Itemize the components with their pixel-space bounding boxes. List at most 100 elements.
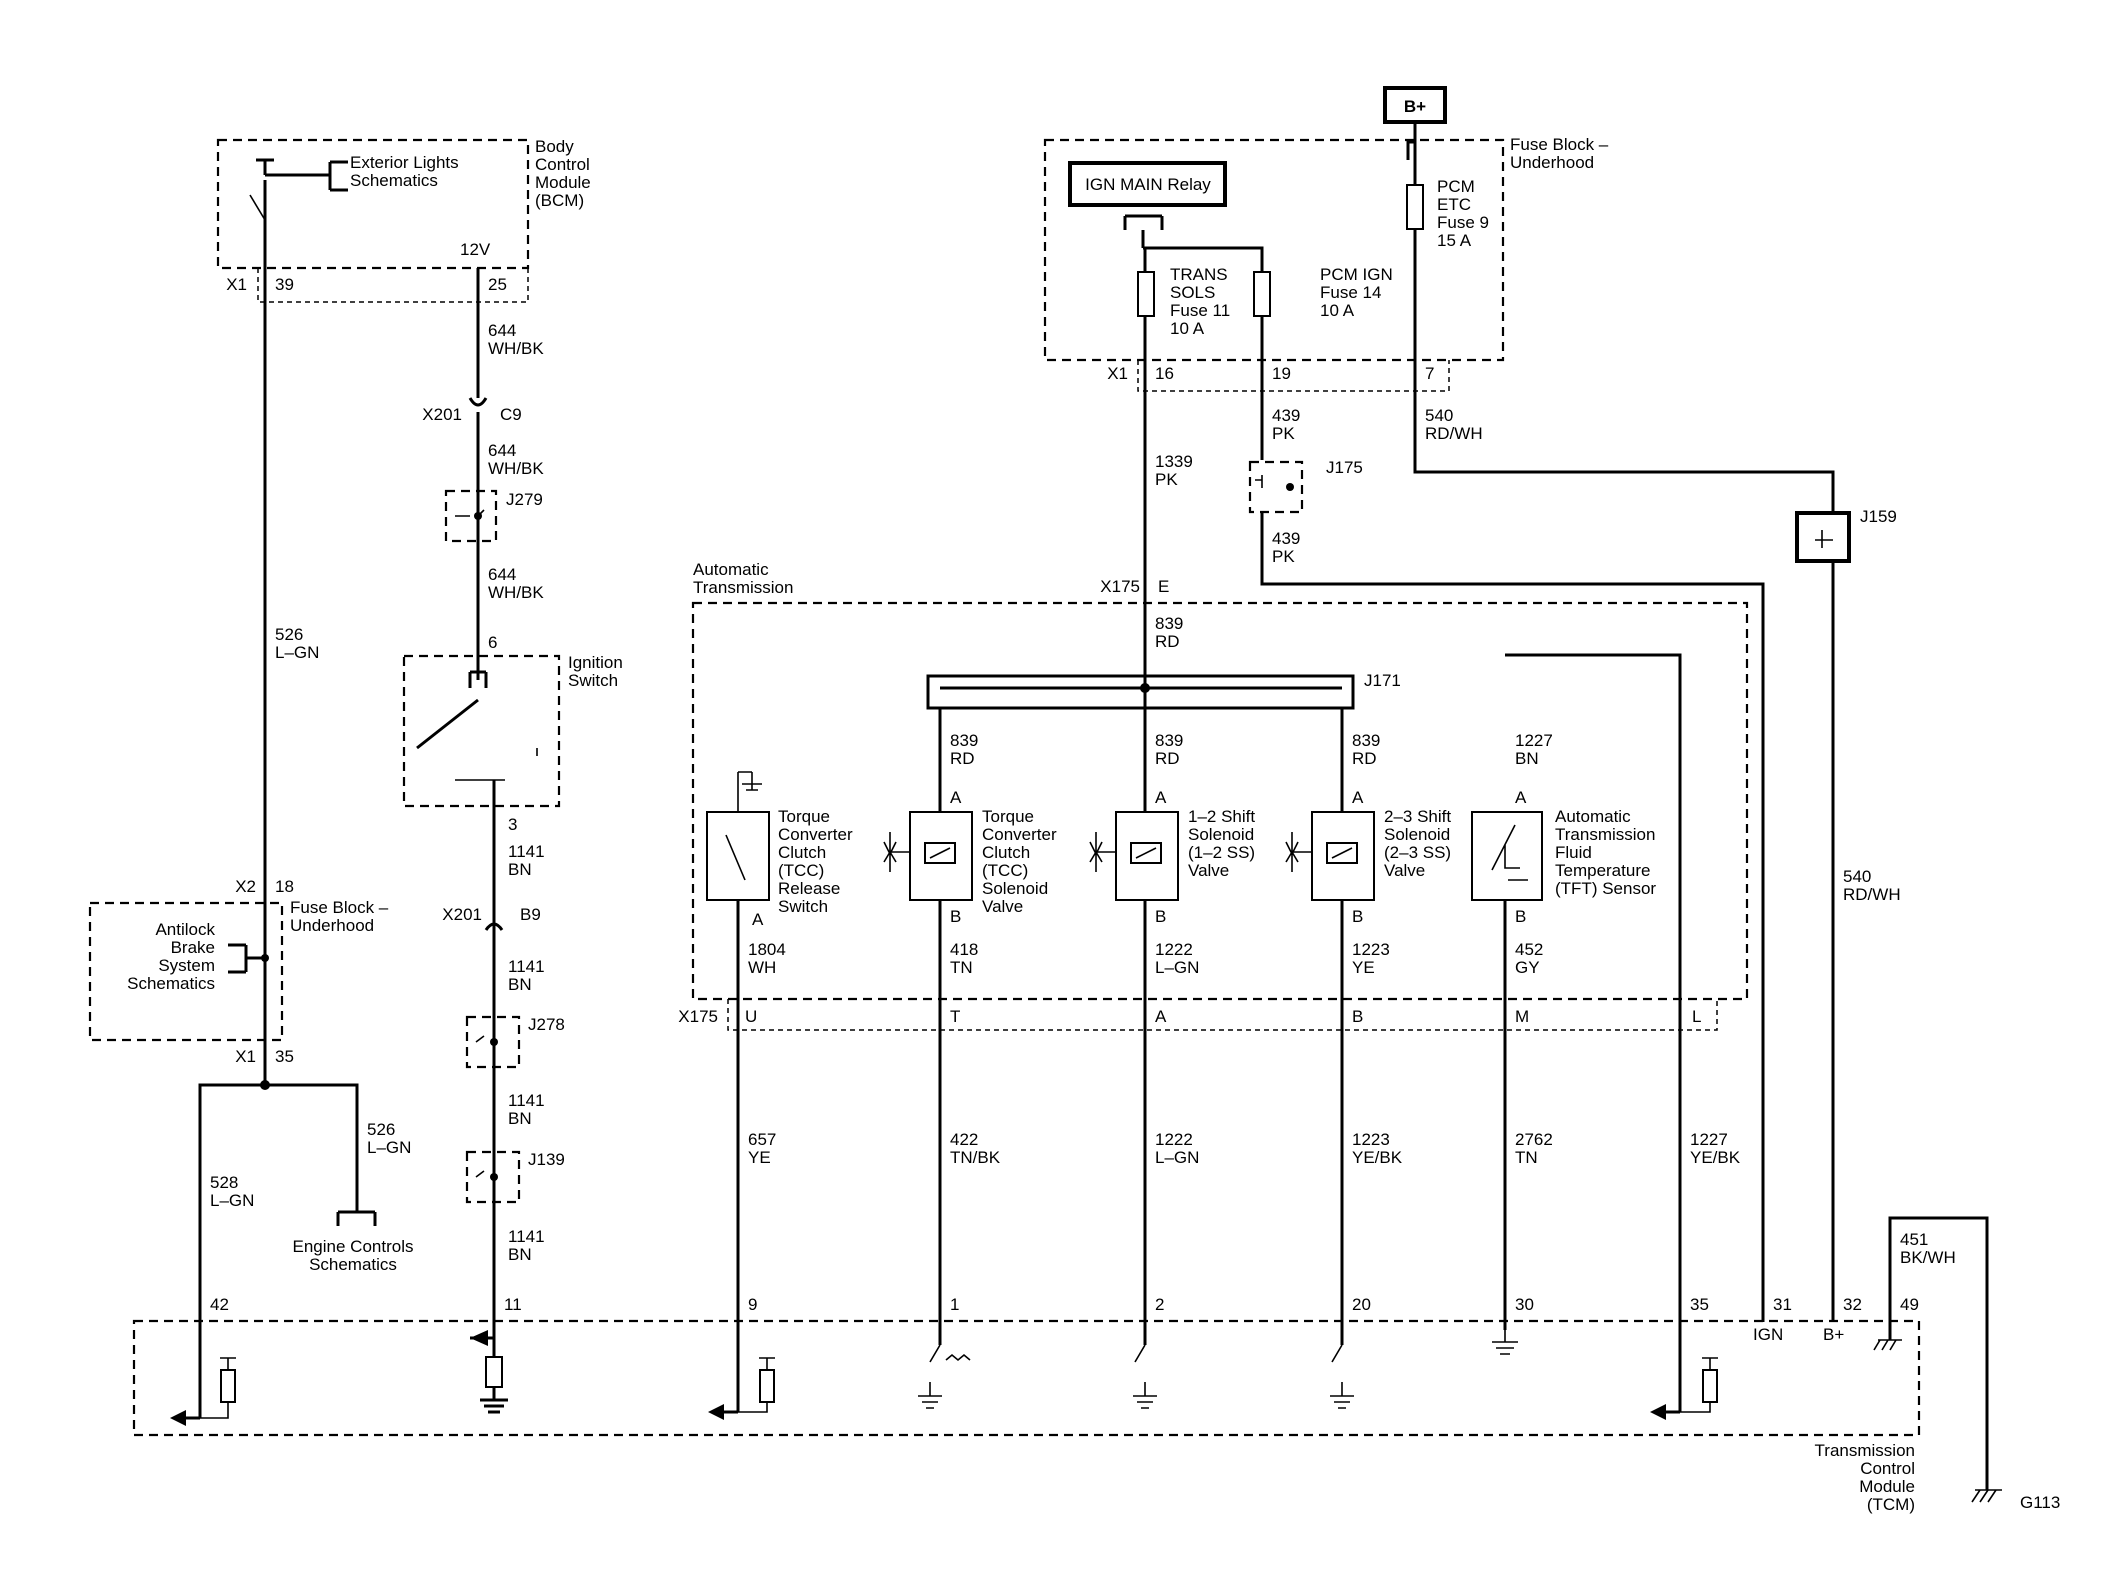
- w644-a-line: WH/BK: [488, 339, 544, 358]
- tcm-pin-42-line: 42: [210, 1295, 229, 1314]
- shift-12-label-line: Valve: [1188, 861, 1229, 880]
- tcm-label-line: Transmission: [1815, 1441, 1915, 1460]
- fuse-block-left-label-line: Underhood: [290, 916, 374, 935]
- pin-t-label-line: T: [950, 1007, 960, 1026]
- w1339-line: PK: [1155, 470, 1178, 489]
- exterior-lights-label-line: Exterior Lights: [350, 153, 459, 172]
- j139-label: J139: [528, 1150, 565, 1169]
- engine-controls-label-line: Schematics: [309, 1255, 397, 1274]
- wire-451: [1888, 1216, 1989, 1490]
- wire-439: [1260, 316, 1765, 1322]
- j171-bus: [926, 674, 1355, 710]
- tcm-label-line: Module: [1859, 1477, 1915, 1496]
- 12v-label-line: 12V: [460, 240, 491, 259]
- x1-bcm-label-line: X1: [226, 275, 247, 294]
- shift-23-label-line: 2–3 Shift: [1384, 807, 1451, 826]
- w540-b-line: 540: [1843, 867, 1871, 886]
- tcm-label-line: Control: [1860, 1459, 1915, 1478]
- tcm-ign-label: IGN: [1753, 1325, 1783, 1344]
- fuse-trans-sols-label-line: 10 A: [1170, 319, 1205, 338]
- j175-outline: [1248, 460, 1304, 514]
- pin-a-x175-label-line: A: [1155, 1007, 1167, 1026]
- w1223-a-line: 1223: [1352, 940, 1390, 959]
- pin-18-line: 18: [275, 877, 294, 896]
- x1-fb-label-line: X1: [1107, 364, 1128, 383]
- w540-a-line: RD/WH: [1425, 424, 1483, 443]
- pin-b-x175-label: B: [1352, 1007, 1363, 1026]
- g113-label: G113: [2020, 1493, 2060, 1512]
- j278-label-line: J278: [528, 1015, 565, 1034]
- j279-label-line: J279: [506, 490, 543, 509]
- w526-b-line: 526: [367, 1120, 395, 1139]
- pin-u-label-line: U: [745, 1007, 757, 1026]
- wire-528: [198, 1083, 265, 1418]
- tcm-bplus-label: B+: [1823, 1325, 1844, 1344]
- w418-line: 418: [950, 940, 978, 959]
- x1-fb-left-label-line: X1: [235, 1047, 256, 1066]
- shift-12-label-line: 1–2 Shift: [1188, 807, 1255, 826]
- w839-c-line: 839: [1155, 731, 1183, 750]
- j279-label: J279: [506, 490, 543, 509]
- tcc-release-switch-box: [706, 811, 770, 901]
- w1141-b-line: BN: [508, 975, 532, 994]
- w644-b-line: WH/BK: [488, 459, 544, 478]
- w644-c-line: WH/BK: [488, 583, 544, 602]
- fuse-trans-sols-label-line: TRANS: [1170, 265, 1228, 284]
- shift-12-label-line: (1–2 SS): [1188, 843, 1255, 862]
- bcm-label-line: Module: [535, 173, 591, 192]
- tcm-pin-30: 30: [1515, 1295, 1534, 1314]
- w2762-line: TN: [1515, 1148, 1538, 1167]
- tcc-solenoid-label-line: Valve: [982, 897, 1023, 916]
- fuse-pcm-ign-label-line: Fuse 14: [1320, 283, 1381, 302]
- w439-a-line: PK: [1272, 424, 1295, 443]
- tcm-pin-1: 1: [950, 1295, 959, 1314]
- ss12-pin-a-line: A: [1155, 788, 1167, 807]
- w452-line: 452: [1515, 940, 1543, 959]
- w839-c-line: RD: [1155, 749, 1180, 768]
- tcm-outline: [132, 1319, 1921, 1437]
- j171-label: J171: [1364, 671, 1401, 690]
- tcm-pin-9: 9: [748, 1295, 757, 1314]
- b-plus-box: [1383, 86, 1447, 124]
- w1222-b-line: 1222: [1155, 1130, 1193, 1149]
- fuse-block-top-outline: [1043, 138, 1505, 362]
- fuse-pcm-ign-label-line: PCM IGN: [1320, 265, 1393, 284]
- x201-b9-label: X201: [442, 905, 482, 924]
- fuse-pcm-etc-label-line: PCM: [1437, 177, 1475, 196]
- w526-a-line: L–GN: [275, 643, 319, 662]
- pin-16-line: 16: [1155, 364, 1174, 383]
- tft-pin-a-line: A: [1515, 788, 1527, 807]
- tcm-pin-20: 20: [1352, 1295, 1371, 1314]
- w644-a-line: 644: [488, 321, 516, 340]
- tcm-pin-42: 42: [210, 1295, 229, 1314]
- tcm-pin-11: 11: [504, 1295, 522, 1314]
- tcc-sol-pin-b-line: B: [950, 907, 961, 926]
- ss23-pin-a-line: A: [1352, 788, 1364, 807]
- b9-label-line: B9: [520, 905, 541, 924]
- wire-526-engine: [265, 1083, 359, 1212]
- j171-label-line: J171: [1364, 671, 1401, 690]
- shift-23-label-line: Valve: [1384, 861, 1425, 880]
- pin-7-line: 7: [1425, 364, 1434, 383]
- tcm-pin-9-line: 9: [748, 1295, 757, 1314]
- w1223-b-line: 1223: [1352, 1130, 1390, 1149]
- bcm-outline: [216, 138, 530, 270]
- pin-19-line: 19: [1272, 364, 1291, 383]
- tcm-pin-2-line: 2: [1155, 1295, 1164, 1314]
- tft-pin-a: A: [1515, 788, 1527, 807]
